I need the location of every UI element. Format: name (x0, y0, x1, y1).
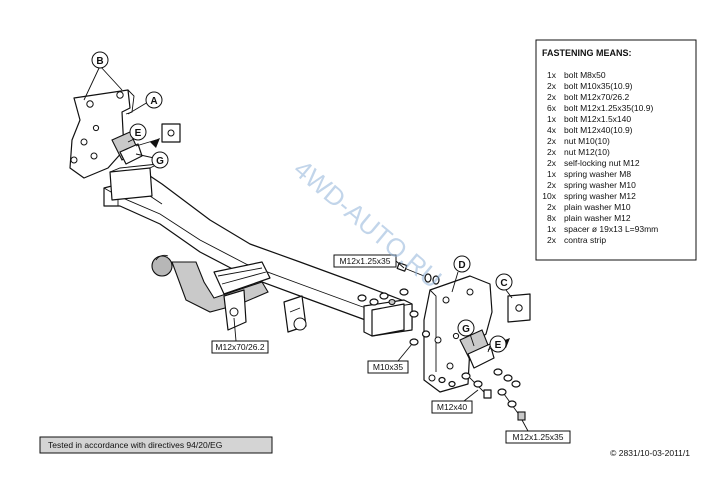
fastening-title: FASTENING MEANS: (542, 48, 632, 58)
callout-g-right: G (457, 319, 475, 347)
fastening-item-qty: 2x (547, 202, 557, 212)
fastening-item-desc: plain washer M12 (564, 213, 631, 223)
fastening-item-desc: bolt M12x1.25x35(10.9) (564, 103, 653, 113)
callout-a: A (127, 91, 163, 115)
fastening-item-qty: 2x (547, 136, 557, 146)
callout-c: C (495, 273, 513, 299)
fastening-item-qty: 2x (547, 81, 557, 91)
fastening-item-desc: bolt M10x35(10.9) (564, 81, 633, 91)
tested-note-box: Tested in accordance with directives 94/… (39, 436, 273, 454)
fastening-item-qty: 1x (547, 70, 557, 80)
svg-text:G: G (462, 324, 470, 335)
callout-b: B (83, 51, 123, 101)
fastening-means-box: FASTENING MEANS: 1x bolt M8x50 2x bolt M10x… (535, 39, 697, 261)
svg-text:M12x1.25x35: M12x1.25x35 (512, 432, 563, 442)
fastening-item-qty: 4x (547, 125, 557, 135)
fastening-item-desc: nut M12(10) (564, 147, 610, 157)
svg-text:A: A (150, 96, 157, 107)
fastening-item-qty: 10x (542, 191, 556, 201)
fastening-item-desc: bolt M8x50 (564, 70, 606, 80)
svg-text:B: B (96, 56, 103, 67)
fastening-item-qty: 6x (547, 103, 557, 113)
dim-label-m12x125x35-top: M12x1.25x35 (333, 254, 405, 269)
fastening-item-desc: nut M10(10) (564, 136, 610, 146)
fasteners (357, 262, 526, 421)
svg-text:M10x35: M10x35 (373, 362, 404, 372)
fastening-list: 1x bolt M8x50 2x bolt M10x35(10.9) 2x bolt M1… (542, 70, 658, 245)
fastening-item-qty: 2x (547, 180, 557, 190)
svg-text:M12x70/26.2: M12x70/26.2 (215, 342, 264, 352)
callout-e-right: E (487, 335, 507, 353)
fastening-item-qty: 1x (547, 114, 557, 124)
right-mounting-bracket (423, 275, 531, 393)
fastening-item-qty: 1x (547, 224, 557, 234)
fastening-item-qty: 2x (547, 235, 557, 245)
left-mounting-bracket (69, 89, 181, 179)
svg-text:C: C (500, 278, 507, 289)
dim-label-m12x125x35-bottom: M12x1.25x35 (505, 419, 571, 444)
dim-label-m12x40: M12x40 (431, 389, 479, 414)
fastening-item-qty: 1x (547, 169, 557, 179)
fastening-item-desc: spring washer M12 (564, 191, 636, 201)
callout-e-left: E (127, 123, 147, 143)
main-crossbar (103, 163, 413, 337)
svg-text:D: D (458, 260, 465, 271)
dim-label-m12x70: M12x70/26.2 (211, 317, 269, 354)
fastening-item-desc: spring washer M8 (564, 169, 631, 179)
callout-d: D (451, 255, 471, 293)
tow-ball-neck (151, 254, 307, 333)
tested-note: Tested in accordance with directives 94/… (48, 440, 222, 450)
fastening-item-desc: plain washer M10 (564, 202, 631, 212)
fastening-item-desc: contra strip (564, 235, 606, 245)
svg-text:M12x1.25x35: M12x1.25x35 (339, 256, 390, 266)
fastening-item-desc: spacer ø 19x13 L=93mm (564, 224, 658, 234)
fastening-item-desc: spring washer M10 (564, 180, 636, 190)
fastening-item-desc: bolt M12x40(10.9) (564, 125, 633, 135)
fastening-item-desc: bolt M12x70/26.2 (564, 92, 629, 102)
fastening-item-qty: 2x (547, 158, 557, 168)
svg-text:E: E (495, 340, 502, 351)
svg-text:E: E (135, 128, 142, 139)
copyright-note: © 2831/10-03-2011/1 (610, 448, 690, 458)
fastening-item-desc: bolt M12x1.5x140 (564, 114, 631, 124)
fastening-item-qty: 2x (547, 147, 557, 157)
fastening-item-qty: 2x (547, 92, 557, 102)
svg-text:G: G (156, 156, 164, 167)
dim-label-m10x35: M10x35 (367, 343, 413, 374)
fastening-item-desc: self-locking nut M12 (564, 158, 640, 168)
fastening-item-qty: 8x (547, 213, 557, 223)
callout-g-left: G (135, 151, 169, 169)
svg-text:M12x40: M12x40 (437, 402, 468, 412)
